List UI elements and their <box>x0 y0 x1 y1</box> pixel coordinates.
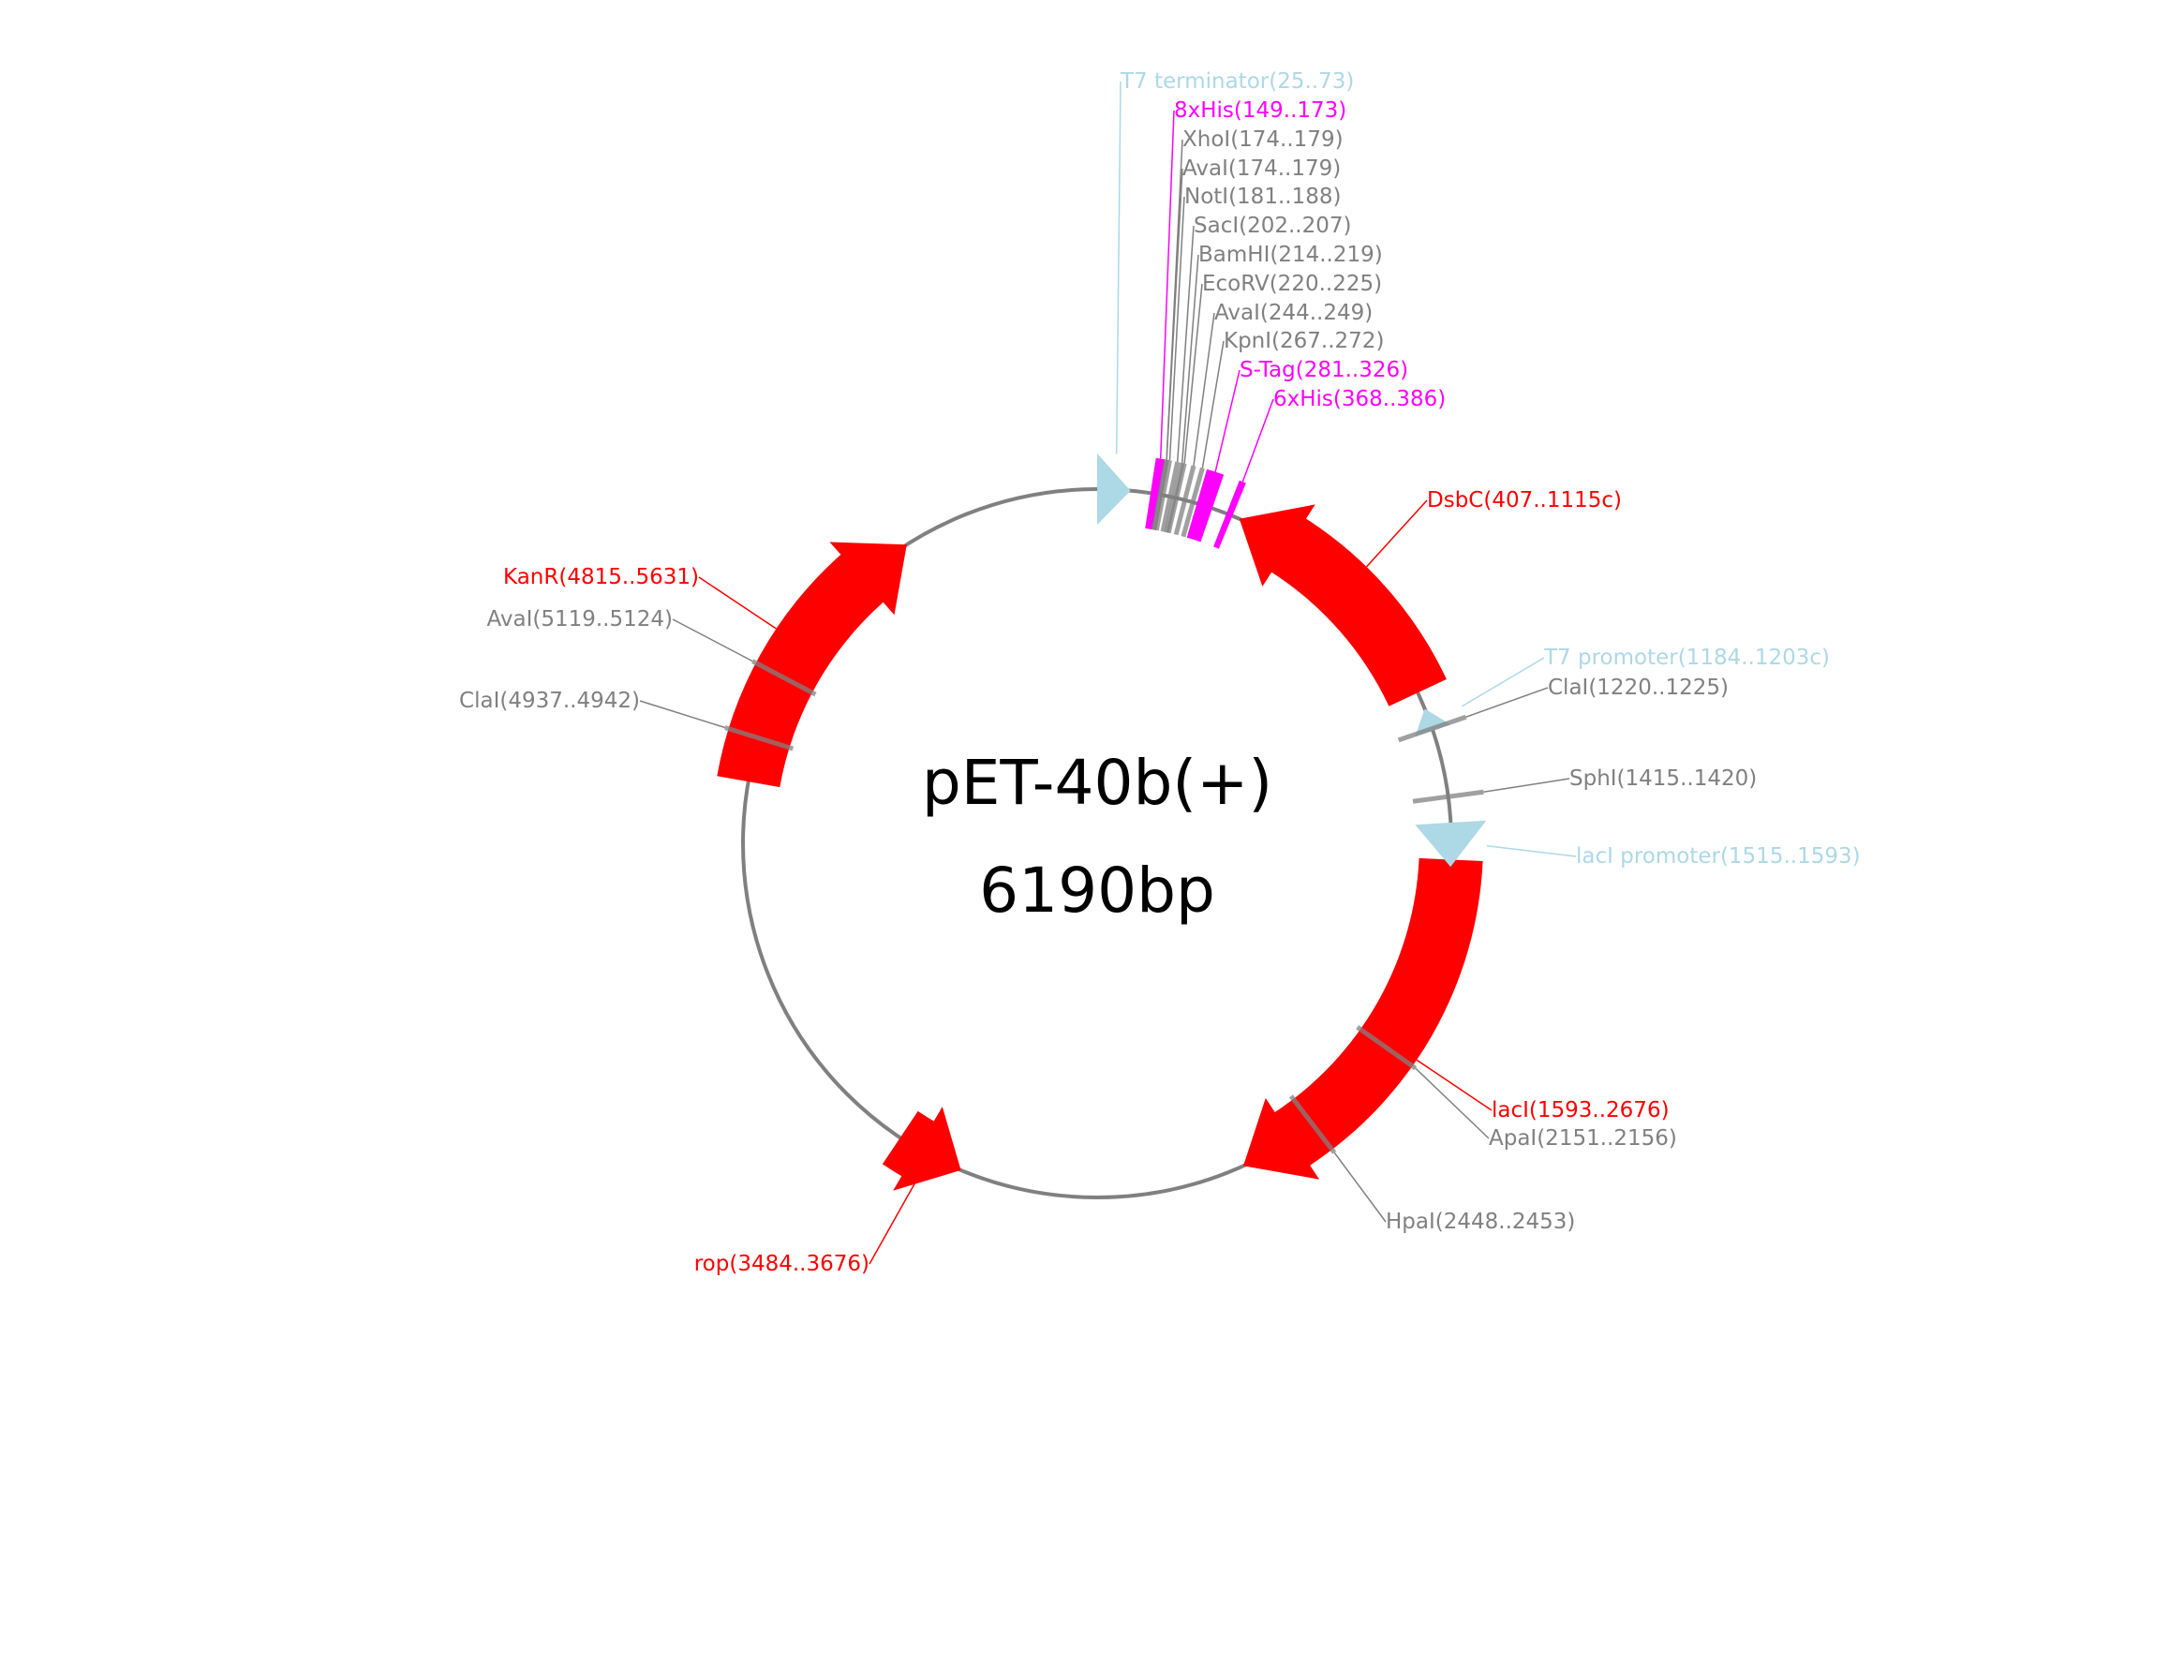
label-rop: rop(3484..3676) <box>694 1252 869 1276</box>
label-ecorv: EcoRV(220..225) <box>1202 272 1382 296</box>
label-layer: T7 terminator(25..73) 8xHis(149..173) Xh… <box>459 69 1861 1276</box>
leader-noti <box>1168 196 1185 461</box>
leader-avai-1 <box>1166 168 1183 460</box>
label-clai-2: ClaI(4937..4942) <box>459 689 640 713</box>
label-avai-3: AvaI(5119..5124) <box>486 607 673 632</box>
leader-kpni <box>1201 340 1225 468</box>
site-mark-ecorv <box>1166 463 1187 534</box>
label-sphi: SphI(1415..1420) <box>1569 766 1757 791</box>
leader-layer <box>639 81 1577 1265</box>
label-avai-1: AvaI(174..179) <box>1182 156 1341 181</box>
feature-s-tag <box>1186 468 1225 543</box>
leader-laci-promoter <box>1486 844 1577 857</box>
leader-rop <box>869 1182 915 1265</box>
site-mark-sphi <box>1412 789 1484 804</box>
label-kanr: KanR(4815..5631) <box>503 565 699 589</box>
site-mark-apai <box>1356 1025 1418 1071</box>
leader-s-tag <box>1214 369 1241 472</box>
site-mark-clai-2 <box>724 725 795 751</box>
plasmid-size: 6190bp <box>979 855 1215 927</box>
feature-dsbc <box>1239 504 1447 706</box>
site-mark-kpni <box>1181 467 1205 538</box>
leader-kanr <box>698 576 777 630</box>
site-mark-hpai <box>1288 1094 1337 1154</box>
leader-dsbc <box>1365 499 1428 568</box>
leader-apai <box>1415 1067 1490 1139</box>
label-saci: SacI(202..207) <box>1194 214 1352 238</box>
label-laci: lacI(1593..2676) <box>1492 1098 1670 1122</box>
feature-kanr <box>717 542 907 788</box>
label-s-tag: S-Tag(281..326) <box>1240 358 1408 382</box>
label-8xhis: 8xHis(149..173) <box>1174 98 1346 123</box>
label-apai: ApaI(2151..2156) <box>1489 1126 1677 1151</box>
label-noti: NotI(181..188) <box>1184 185 1341 209</box>
leader-clai-2 <box>639 700 725 729</box>
leader-avai-2 <box>1193 312 1215 467</box>
leader-ecorv <box>1183 283 1203 464</box>
label-dsbc: DsbC(407..1115c) <box>1427 488 1622 513</box>
label-avai-2: AvaI(244..249) <box>1214 301 1373 325</box>
leader-t7-terminator <box>1115 81 1122 454</box>
feature-t7-terminator <box>1097 453 1131 525</box>
leader-bamhi <box>1181 254 1199 464</box>
leader-8xhis <box>1159 110 1175 459</box>
feature-laci <box>1243 857 1483 1180</box>
site-mark-avai-3 <box>751 659 817 697</box>
leader-clai-1 <box>1465 687 1549 718</box>
leader-laci <box>1416 1059 1493 1111</box>
feature-layer <box>717 453 1487 1191</box>
label-xhoi: XhoI(174..179) <box>1182 127 1344 152</box>
leader-hpai <box>1333 1152 1387 1223</box>
label-laci-promoter: lacI promoter(1515..1593) <box>1576 844 1861 869</box>
feature-6xhis <box>1213 480 1246 549</box>
site-mark-avai-2 <box>1173 465 1196 536</box>
label-6xhis: 6xHis(368..386) <box>1273 387 1446 411</box>
leader-saci <box>1176 225 1195 462</box>
feature-rop <box>882 1107 961 1191</box>
feature-laci-promoter <box>1415 820 1487 868</box>
leader-t7-promoter <box>1462 657 1545 707</box>
leader-sphi <box>1483 778 1570 794</box>
label-kpni: KpnI(267..272) <box>1224 329 1384 353</box>
label-t7-promoter: T7 promoter(1184..1203c) <box>1543 646 1830 670</box>
leader-6xhis <box>1241 398 1274 483</box>
label-hpai: HpaI(2448..2453) <box>1386 1210 1575 1234</box>
label-bamhi: BamHI(214..219) <box>1198 243 1383 267</box>
site-mark-avai-1 <box>1151 459 1169 530</box>
label-clai-1: ClaI(1220..1225) <box>1548 676 1729 700</box>
site-mark-saci <box>1160 461 1181 532</box>
plasmid-name: pET-40b(+) <box>922 747 1272 819</box>
feature-8xhis <box>1145 457 1166 530</box>
site-mark-noti <box>1153 459 1172 531</box>
label-t7-terminator: T7 terminator(25..73) <box>1120 69 1354 94</box>
leader-avai-3 <box>672 618 753 662</box>
site-mark-clai-1 <box>1397 714 1467 743</box>
